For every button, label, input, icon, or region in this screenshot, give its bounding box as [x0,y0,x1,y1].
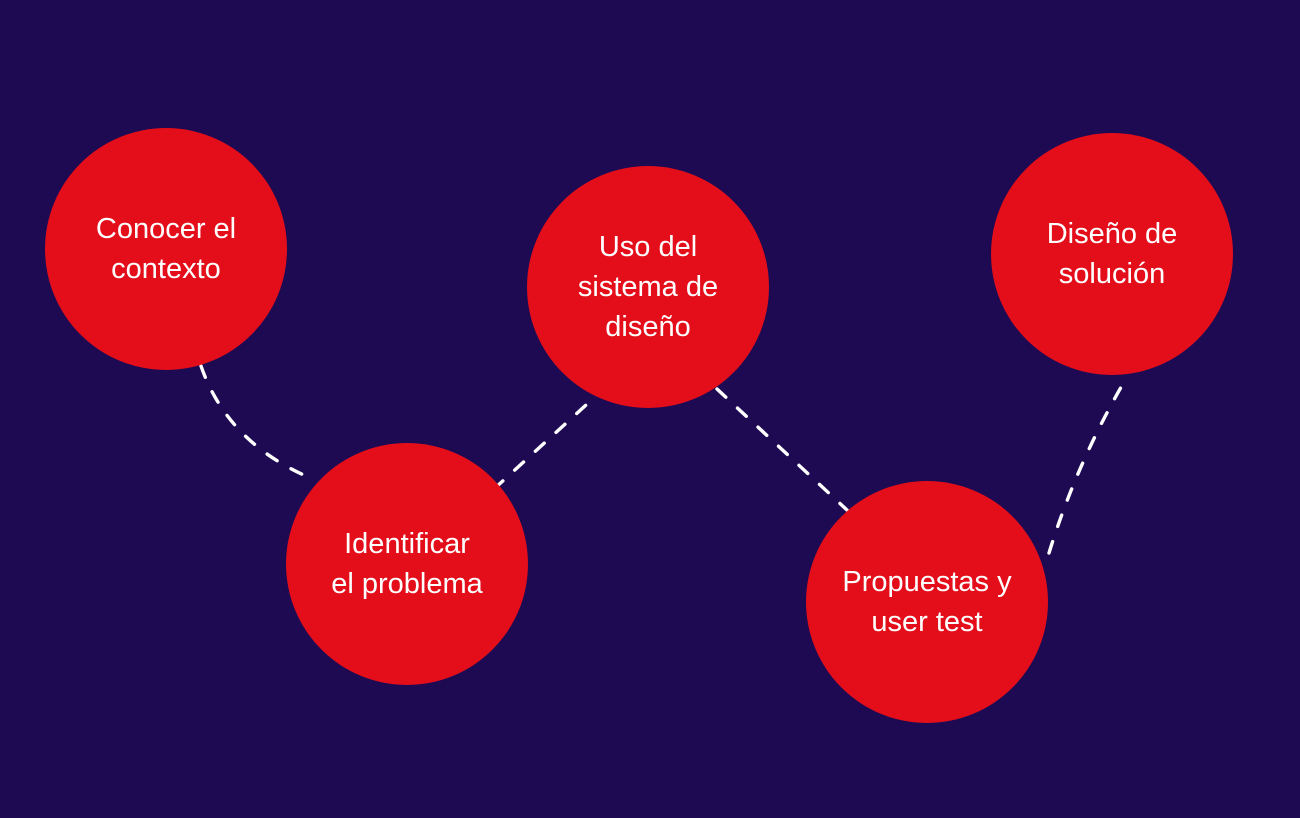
step-label-line: Identificar [344,528,470,560]
step-label-line: Uso del [598,231,698,263]
step-label-line: Conocer el [95,213,237,245]
step-label-line: el problema [331,568,483,600]
step-label-line: user test [871,606,983,638]
step-circle-uso-del-sistema-de-diseno: Uso del sistema de diseño [527,166,769,408]
connector-step2-step3 [492,393,599,491]
step-label-line: solución [1058,258,1166,290]
step-circle-propuestas-y-user-test: Propuestas y user test [806,481,1048,723]
step-circle-diseno-de-solucion: Diseño de solución [991,133,1233,375]
step-label-line: Propuestas y [842,566,1012,598]
connector-step1-step2 [199,364,315,481]
step-label-line: sistema de [577,271,719,303]
connector-step4-step5 [1047,380,1126,555]
step-label-line: diseño [605,311,691,343]
connector-step3-step4 [715,387,849,512]
step-circle-identificar-el-problema: Identificar el problema [286,443,528,685]
step-label-line: contexto [111,253,221,285]
step-circle-conocer-el-contexto: Conocer el contexto [45,128,287,370]
step-label-line: Diseño de [1046,218,1178,250]
